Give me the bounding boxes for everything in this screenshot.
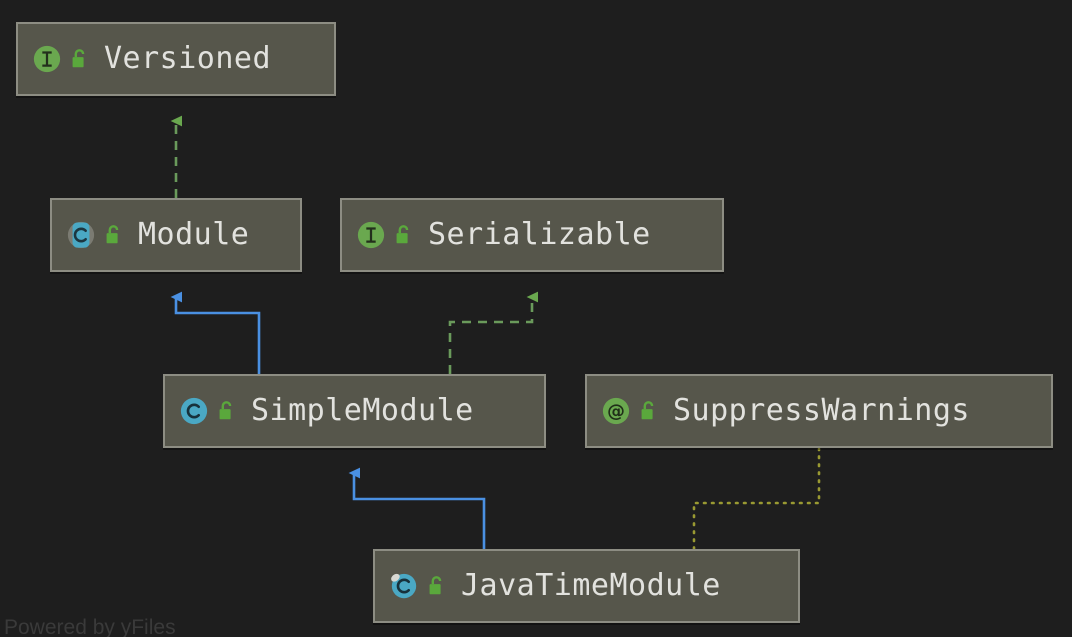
interface-icon [33,45,61,73]
unlocked-padlock-icon [641,401,654,420]
node-serializable-icons [356,220,414,250]
node-module-icons [66,220,124,250]
node-suppresswarnings[interactable]: @ SuppressWarnings [585,374,1053,448]
abstract-class-icon [67,221,95,249]
node-simplemodule[interactable]: SimpleModule [163,374,546,448]
node-versioned-icons [32,44,90,74]
node-javatimemodule-label: JavaTimeModule [461,568,721,603]
unlocked-padlock-icon [72,49,85,68]
class-icon [180,397,208,425]
node-suppresswarnings-icons: @ [601,396,659,426]
node-module-label: Module [138,217,250,252]
node-simplemodule-icons [179,396,237,426]
node-versioned-label: Versioned [104,41,272,76]
node-javatimemodule[interactable]: JavaTimeModule [373,549,800,623]
interface-icon [357,221,385,249]
node-serializable[interactable]: Serializable [340,198,724,272]
node-javatimemodule-icons [389,571,447,601]
node-module[interactable]: Module [50,198,302,272]
node-serializable-label: Serializable [428,217,651,252]
svg-text:@: @ [607,401,625,422]
edge-simplemodule-extends-module [170,291,261,374]
edge-simplemodule-implements-serializable [448,291,538,374]
node-simplemodule-label: SimpleModule [251,393,474,428]
class-current-icon [391,573,417,599]
node-suppresswarnings-label: SuppressWarnings [673,393,970,428]
node-versioned[interactable]: Versioned [16,22,336,96]
unlocked-padlock-icon [396,225,409,244]
watermark-powered-by: Powered by yFiles [4,616,176,637]
unlocked-padlock-icon [429,576,442,595]
edge-javatimemodule-annotated-suppresswarnings [692,447,821,551]
edge-javatimemodule-extends-simplemodule [348,467,486,549]
unlocked-padlock-icon [106,225,119,244]
annotation-icon: @ [602,397,630,425]
unlocked-padlock-icon [219,401,232,420]
